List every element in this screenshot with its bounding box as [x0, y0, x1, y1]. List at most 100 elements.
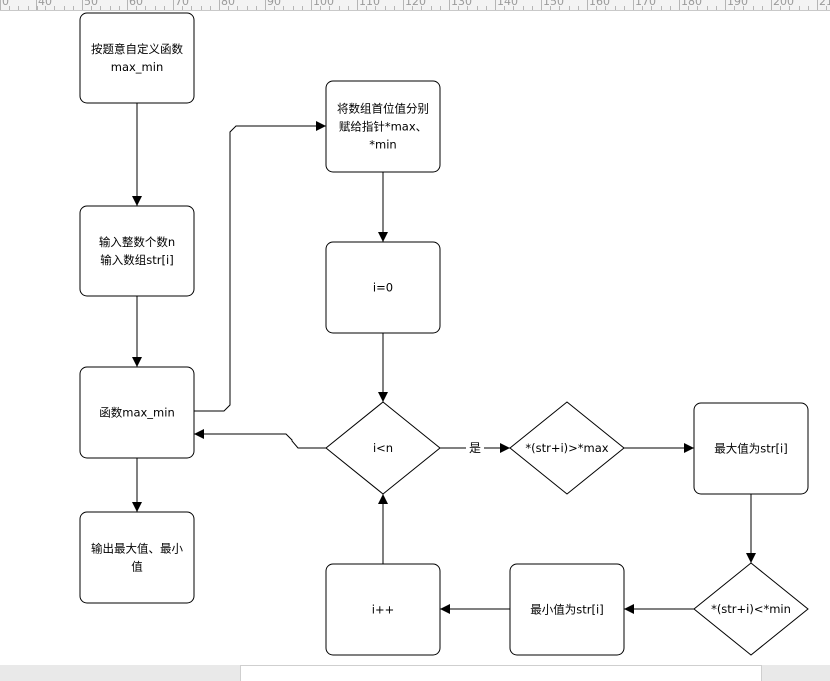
ruler-minor-tick [54, 6, 56, 10]
ruler-minor-tick [780, 6, 782, 10]
edge-label-yes: 是 [466, 440, 484, 456]
ruler-tick [541, 0, 542, 10]
ruler-label: 130 [451, 0, 472, 8]
ruler-label: 80 [221, 0, 235, 8]
node-label-line: 输出最大值、最小 [91, 542, 183, 556]
node-init-i[interactable]: i=0 [325, 241, 441, 334]
ruler-minor-tick [826, 6, 828, 10]
ruler-tick [817, 0, 818, 10]
ruler-minor-tick [154, 6, 156, 10]
node-cond-i-lt-n[interactable]: i<n [325, 401, 441, 495]
ruler-label: 70 [175, 0, 189, 8]
ruler-minor-tick [798, 6, 800, 10]
ruler-minor-tick [72, 6, 74, 10]
ruler-tick [633, 0, 634, 10]
node-increment-i[interactable]: i++ [325, 563, 441, 656]
edge-call-to-assign [194, 121, 326, 412]
ruler-tick [771, 0, 772, 10]
decision-diamond [325, 401, 441, 495]
ruler-minor-tick [596, 6, 598, 10]
node-cond-greater-max[interactable]: *(str+i)>*max [509, 401, 625, 495]
ruler-minor-tick [421, 6, 423, 10]
ruler-minor-tick [458, 6, 460, 10]
ruler-minor-tick [136, 6, 138, 10]
node-cond-less-min[interactable]: *(str+i)<*min [693, 562, 809, 656]
ruler-minor-tick [255, 6, 257, 10]
ruler-minor-tick [9, 6, 11, 10]
ruler-minor-tick [163, 6, 165, 10]
ruler-minor-tick [320, 6, 322, 10]
ruler-tick [173, 0, 174, 10]
ruler-minor-tick [476, 6, 478, 10]
node-label-line: i++ [372, 603, 394, 617]
node-label-line: 最大值为str[i] [714, 442, 787, 456]
ruler-label: 150 [543, 0, 564, 8]
ruler-minor-tick [366, 6, 368, 10]
ruler-minor-tick [45, 6, 47, 10]
ruler-minor-tick [118, 6, 120, 10]
node-set-max[interactable]: 最大值为str[i] [693, 402, 809, 495]
ruler-minor-tick [412, 6, 414, 10]
ruler-label: 100 [313, 0, 334, 8]
bottom-panel [240, 665, 762, 681]
ruler-minor-tick [614, 6, 616, 10]
ruler-minor-tick [246, 6, 248, 10]
node-label-line: 赋给指针*max、 [339, 120, 427, 134]
ruler-label: 90 [267, 0, 281, 8]
process-box [325, 241, 441, 334]
ruler-minor-tick [237, 6, 239, 10]
ruler-label: 140 [497, 0, 518, 8]
ruler-minor-tick [338, 6, 340, 10]
node-output-result[interactable]: 输出最大值、最小值 [79, 511, 195, 604]
ruler-minor-tick [504, 6, 506, 10]
ruler-label: 160 [589, 0, 610, 8]
ruler-tick [587, 0, 588, 10]
ruler-tick [82, 0, 83, 10]
process-box [509, 563, 625, 656]
node-set-min[interactable]: 最小值为str[i] [509, 563, 625, 656]
process-box [79, 12, 195, 104]
node-call-function[interactable]: 函数max_min [79, 366, 195, 459]
ruler-minor-tick [706, 6, 708, 10]
ruler-minor-tick [100, 6, 102, 10]
ruler-tick [219, 0, 220, 10]
ruler-minor-tick [384, 6, 386, 10]
ruler-minor-tick [393, 6, 395, 10]
decision-diamond [509, 401, 625, 495]
node-label-line: *(str+i)>*max [525, 441, 608, 455]
ruler-minor-tick [697, 6, 699, 10]
flowchart-edges [132, 103, 756, 614]
process-box [79, 205, 195, 297]
ruler-minor-tick [191, 6, 193, 10]
ruler-minor-tick [605, 6, 607, 10]
ruler-label: 180 [681, 0, 702, 8]
ruler-minor-tick [660, 6, 662, 10]
ruler-minor-tick [743, 6, 745, 10]
process-box [693, 402, 809, 495]
ruler-minor-tick [430, 6, 432, 10]
ruler-minor-tick [669, 6, 671, 10]
ruler-minor-tick [559, 6, 561, 10]
ruler-tick [403, 0, 404, 10]
ruler-minor-tick [467, 6, 469, 10]
ruler-tick [357, 0, 358, 10]
ruler-tick [449, 0, 450, 10]
ruler-minor-tick [642, 6, 644, 10]
ruler-minor-tick [550, 6, 552, 10]
ruler-minor-tick [36, 6, 38, 10]
node-label-line: i=0 [373, 281, 393, 295]
ruler-minor-tick [91, 6, 93, 10]
ruler-minor-tick [761, 6, 763, 10]
ruler-minor-tick [715, 6, 717, 10]
ruler-minor-tick [688, 6, 690, 10]
ruler-label: 170 [635, 0, 656, 8]
ruler-tick [127, 0, 128, 10]
flowchart-edge-labels: 是 [466, 440, 484, 456]
edge-cond-to-call [194, 429, 326, 449]
ruler-minor-tick [145, 6, 147, 10]
ruler-tick [311, 0, 312, 10]
